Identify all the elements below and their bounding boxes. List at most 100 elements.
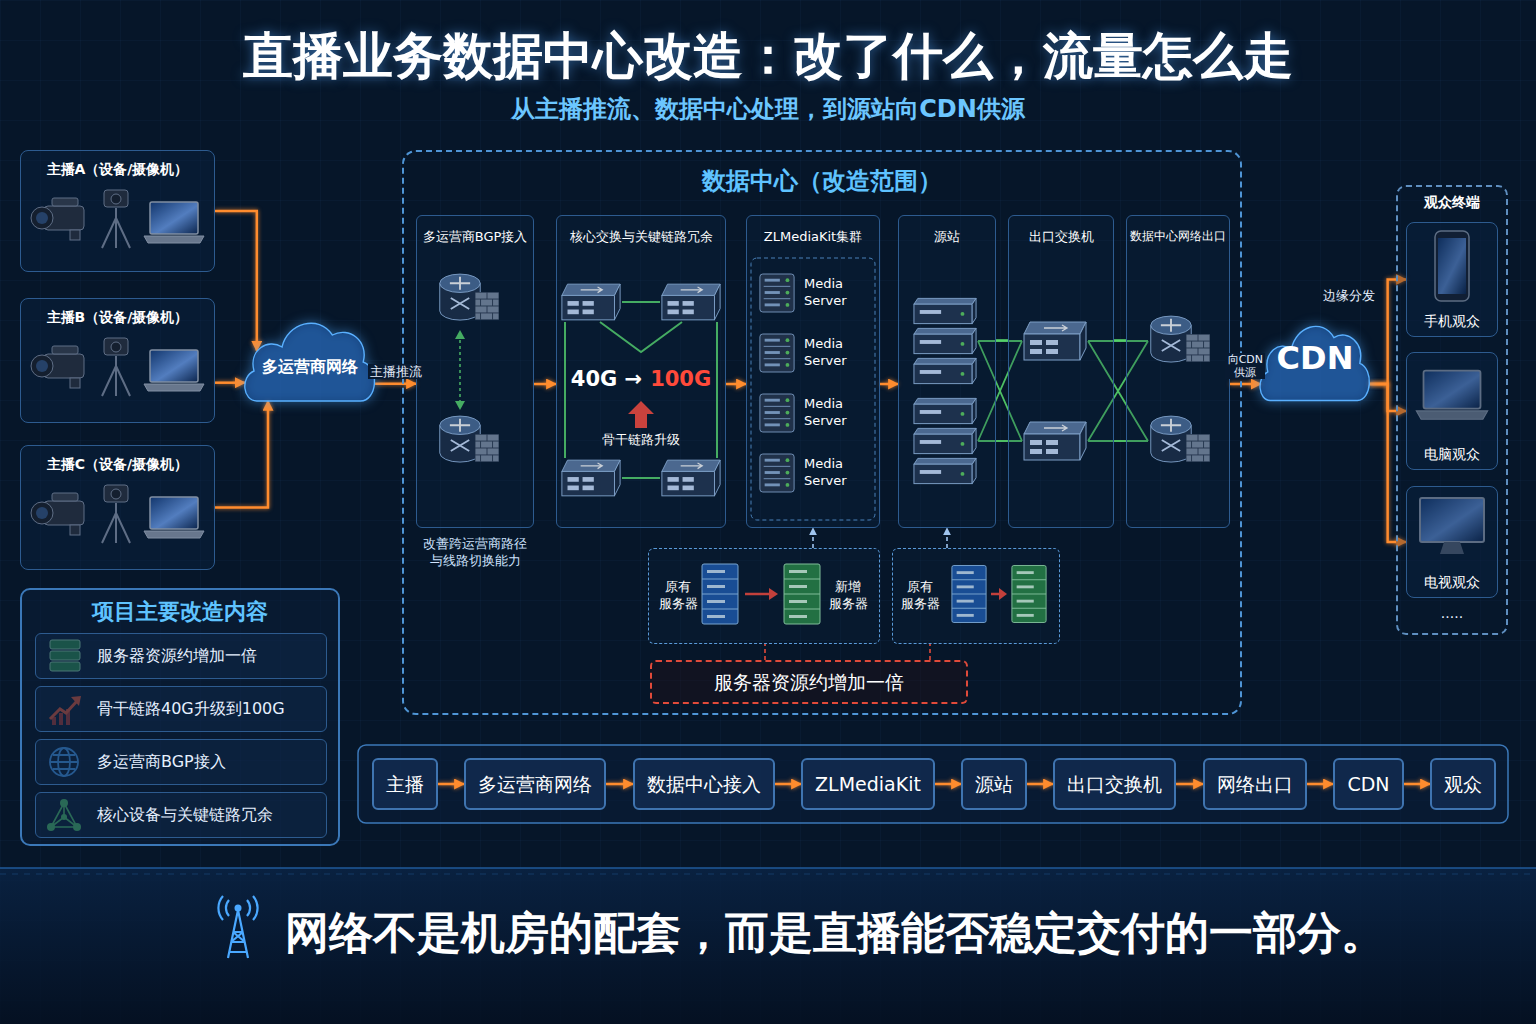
node-text: 多运营商BGP接入	[416, 229, 534, 246]
background	[0, 867, 1536, 869]
text-slot: 源站	[898, 229, 996, 246]
summary-panel: 服务器资源约增加一倍骨干链路40G升级到100G 多运营商BGP接入核心设备与关键…	[20, 588, 340, 846]
flow-step: 主播	[372, 758, 438, 810]
node-text: 多运营商网络	[250, 357, 370, 378]
text-slot: 边缘分发	[1318, 288, 1380, 305]
summary-item: 多运营商BGP接入	[35, 739, 327, 785]
background	[0, 868, 1536, 1024]
text-slot: 网络出口	[1205, 772, 1305, 797]
text-slot: 电视观众	[1406, 573, 1498, 591]
text-slot: 数据中心网络出口	[1126, 229, 1230, 245]
viewer-box: 电脑观众	[1406, 352, 1498, 470]
cdn-cloud: CDN	[1256, 309, 1374, 409]
column-panel: 核心交换与关键链路冗余 40G → 100G 骨干链路升级	[556, 215, 726, 528]
column-panel: 数据中心网络出口	[1126, 215, 1230, 528]
node-text: 原有 服务器	[896, 579, 944, 613]
node-text: 100G	[650, 366, 711, 393]
node-text: 主播A（设备/摄像机）	[20, 160, 215, 178]
flow-step: 数据中心接入	[633, 758, 775, 810]
node-text: ZLMediaKit	[803, 772, 933, 797]
column-panel: 出口交换机	[1008, 215, 1114, 528]
media-server: Media Server	[752, 386, 874, 440]
column-panel: 多运营商BGP接入	[416, 215, 534, 528]
text-slot: 从主播推流、数据中心处理，到源站向CDN供源	[0, 94, 1536, 125]
antenna-icon	[228, 910, 248, 958]
node-text: 主播	[374, 772, 436, 797]
media-server: Media Server	[752, 266, 874, 320]
text-slot: 向CDN 供源	[1225, 353, 1265, 380]
antenna-icon	[218, 896, 257, 920]
flow-step: 观众	[1430, 758, 1496, 810]
node-text: 多运营商网络	[466, 772, 604, 797]
node-text: 40G →	[571, 366, 642, 393]
node-text: ZLMediaKit集群	[746, 229, 880, 246]
media-server: Media Server	[752, 326, 874, 380]
text-slot: 观众	[1432, 772, 1494, 797]
node-text: CDN	[1260, 338, 1370, 380]
ellipsis-label: .....	[1396, 604, 1508, 622]
streamer-box: 主播A（设备/摄像机）	[20, 150, 215, 272]
connector	[764, 644, 766, 660]
node-text: 数据中心接入	[635, 772, 773, 797]
text-slot: 主播C（设备/摄像机）	[20, 455, 215, 473]
node-text: CDN	[1335, 772, 1402, 797]
network-cloud: 多运营商网络	[240, 305, 380, 410]
text-slot: 核心设备与关键链路冗余	[97, 805, 321, 826]
text-slot: 骨干链路40G升级到100G	[97, 699, 321, 720]
viewer-panel: 手机观众电脑观众电视观众观众终端	[1396, 185, 1508, 635]
antenna-icon	[235, 905, 242, 912]
text-slot: Media Server	[804, 396, 870, 430]
text-slot: ZLMediaKit集群	[746, 229, 880, 246]
node-text: 观众	[1432, 772, 1494, 797]
node-text: 核心设备与关键链路冗余	[97, 805, 321, 826]
connector	[1176, 783, 1203, 786]
connector	[935, 783, 961, 786]
node-text: 观众终端	[1396, 193, 1508, 211]
connector	[946, 528, 948, 548]
text-slot: 直播业务数据中心改造：改了什么，流量怎么走	[0, 24, 1536, 89]
node-text: Media Server	[804, 456, 870, 490]
text-slot: 出口交换机	[1008, 229, 1114, 246]
text-slot: .....	[1396, 604, 1508, 622]
title: 直播业务数据中心改造：改了什么，流量怎么走	[0, 24, 1536, 89]
connector	[929, 644, 931, 660]
node-text: 骨干链路升级	[556, 432, 726, 449]
text-slot: 改善跨运营商路径 与线路切换能力	[416, 536, 534, 570]
node-text: 原有 服务器	[654, 579, 702, 613]
column-panel: Media ServerMedia ServerMedia ServerMedi…	[746, 215, 880, 528]
node-text: 项目主要改造内容	[20, 598, 340, 627]
text-slot: 核心交换与关键链路冗余	[556, 229, 726, 246]
node-text: 出口交换机	[1008, 229, 1114, 246]
text-slot: 主播	[374, 772, 436, 797]
node-text: 数据中心（改造范围）	[402, 166, 1242, 197]
text-slot: 原有 服务器	[654, 579, 702, 613]
node-text: 服务器资源约增加一倍	[97, 646, 321, 667]
summary-item: 服务器资源约增加一倍	[35, 633, 327, 679]
streamer-box: 主播B（设备/摄像机）	[20, 298, 215, 423]
text-slot: 原有 服务器	[896, 579, 944, 613]
edge-label: 主播推流	[368, 364, 424, 380]
text-slot: 主播B（设备/摄像机）	[20, 308, 215, 326]
connector-layer	[215, 211, 1430, 784]
text-slot: ZLMediaKit	[803, 772, 933, 797]
text-slot: 骨干链路升级	[556, 432, 726, 449]
flow-step: ZLMediaKit	[801, 758, 935, 810]
viewer-box: 电视观众	[1406, 486, 1498, 598]
note-label: 改善跨运营商路径 与线路切换能力	[416, 536, 534, 570]
server-group: 原有 服务器新增 服务器	[648, 548, 880, 644]
text-slot: Media Server	[804, 276, 870, 310]
connector	[1027, 783, 1053, 786]
flow-step: CDN	[1333, 758, 1404, 810]
text-slot: 40G →	[571, 366, 642, 393]
node-text: 电脑观众	[1406, 445, 1498, 463]
connector	[534, 383, 556, 386]
connector	[812, 528, 814, 548]
connector	[1307, 783, 1333, 786]
connector	[215, 381, 245, 384]
text-slot: 观众终端	[1396, 193, 1508, 211]
text-slot: 项目主要改造内容	[20, 598, 340, 627]
datacenter-region: 多运营商BGP接入 核心交换与关键链路冗余 40G → 100G 骨干链路升级 Media…	[402, 150, 1242, 715]
text-slot: 网络不是机房的配套，而是直播能否稳定交付的一部分。	[285, 904, 1515, 961]
